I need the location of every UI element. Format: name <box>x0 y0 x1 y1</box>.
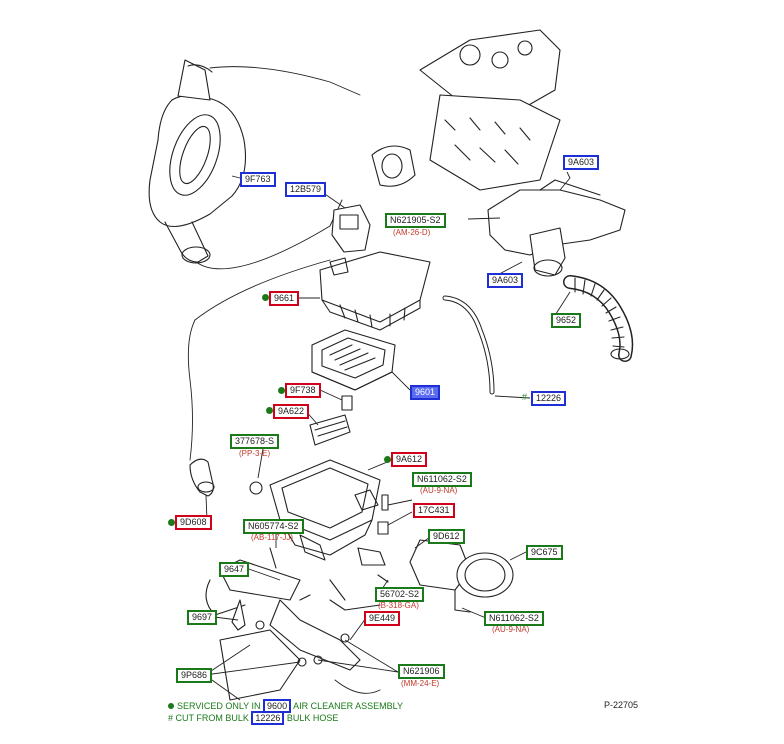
label-9F763: 9F763 <box>240 172 276 187</box>
label-9A603-top: 9A603 <box>563 155 600 170</box>
legend-serviced-text: SERVICED ONLY IN <box>177 701 261 711</box>
label-9C675: 9C675 <box>526 545 563 560</box>
label-9D608: 9D608 <box>175 515 212 530</box>
label-9647: 9647 <box>219 562 250 577</box>
resonator-9c675 <box>357 494 514 613</box>
label-N605774-S2: N605774-S2 <box>243 519 304 534</box>
label-9F738: 9F738 <box>285 383 321 398</box>
label-9P686: 9P686 <box>176 668 213 683</box>
label-12B579: 12B579 <box>285 182 327 197</box>
air-cleaner-cover <box>319 251 431 331</box>
legend-bulk-text: # CUT FROM BULK <box>168 713 249 723</box>
lower-bracket <box>205 547 389 701</box>
serviced-dot-9661 <box>262 294 269 301</box>
serviced-dot-9F738 <box>278 387 285 394</box>
air-inlet-duct <box>487 179 626 277</box>
label-377678-spec: (PP-3-E) <box>239 449 271 458</box>
label-9A612: 9A612 <box>391 452 428 467</box>
label-56702-spec: (B-318-GA) <box>378 601 419 610</box>
legend-serviced-line: SERVICED ONLY IN 9600 AIR CLEANER ASSEMB… <box>168 699 403 713</box>
resonator-part <box>148 59 361 270</box>
label-9A622: 9A622 <box>273 404 310 419</box>
label-9697: 9697 <box>187 610 218 625</box>
legend-bulk-line: # CUT FROM BULK 12226 BULK HOSE <box>168 711 339 725</box>
label-9601: 9601 <box>410 385 441 400</box>
label-9D612: 9D612 <box>428 529 465 544</box>
label-9652: 9652 <box>551 313 582 328</box>
label-N621906: N621906 <box>398 664 445 679</box>
legend-serviced-post: AIR CLEANER ASSEMBLY <box>293 701 403 711</box>
label-9A603-bottom: 9A603 <box>487 273 524 288</box>
label-377678-S: 377678-S <box>230 434 280 449</box>
air-filter-element <box>311 329 396 391</box>
label-N611062-S2-bottom: N611062-S2 <box>484 611 544 626</box>
vent-hose-12226 <box>442 295 495 395</box>
legend-bulk-box: 12226 <box>251 711 285 725</box>
mass-air-flow-sensor <box>331 204 371 253</box>
label-56702-S2: 56702-S2 <box>375 587 425 602</box>
diagram-code: P-22705 <box>604 700 639 710</box>
label-N605774-spec: (AB-117-JJ) <box>251 533 294 542</box>
label-N621906-spec: (MM-24-E) <box>401 679 440 688</box>
label-N621905-S2: N621905-S2 <box>385 213 446 228</box>
air-cleaner-tray <box>249 459 381 561</box>
leader-lines <box>204 171 571 701</box>
label-N621905-spec: (AM-26-D) <box>393 228 431 237</box>
label-9661: 9661 <box>269 291 300 306</box>
label-12226: 12226 <box>531 391 567 406</box>
corrugated-hose <box>563 275 634 362</box>
inlet-duct-9d608 <box>187 259 331 497</box>
label-9E449: 9E449 <box>364 611 401 626</box>
legend-serviced-box: 9600 <box>263 699 292 713</box>
serviced-dot-9A622 <box>266 407 273 414</box>
label-N611062-top-spec: (AU-9-NA) <box>420 486 458 495</box>
label-N611062-bottom-spec: (AU-9-NA) <box>492 625 530 634</box>
engine-intake-manifold <box>371 29 561 191</box>
small-parts <box>309 395 353 446</box>
legend-bulk-post: BULK HOSE <box>286 713 339 723</box>
label-N611062-S2-top: N611062-S2 <box>412 472 472 487</box>
label-17C431: 17C431 <box>413 503 455 518</box>
bulk-hose-marker: # <box>522 392 528 402</box>
serviced-dot-9A612 <box>384 456 391 463</box>
legend-dot-icon <box>168 703 174 709</box>
serviced-dot-9D608 <box>168 519 175 526</box>
